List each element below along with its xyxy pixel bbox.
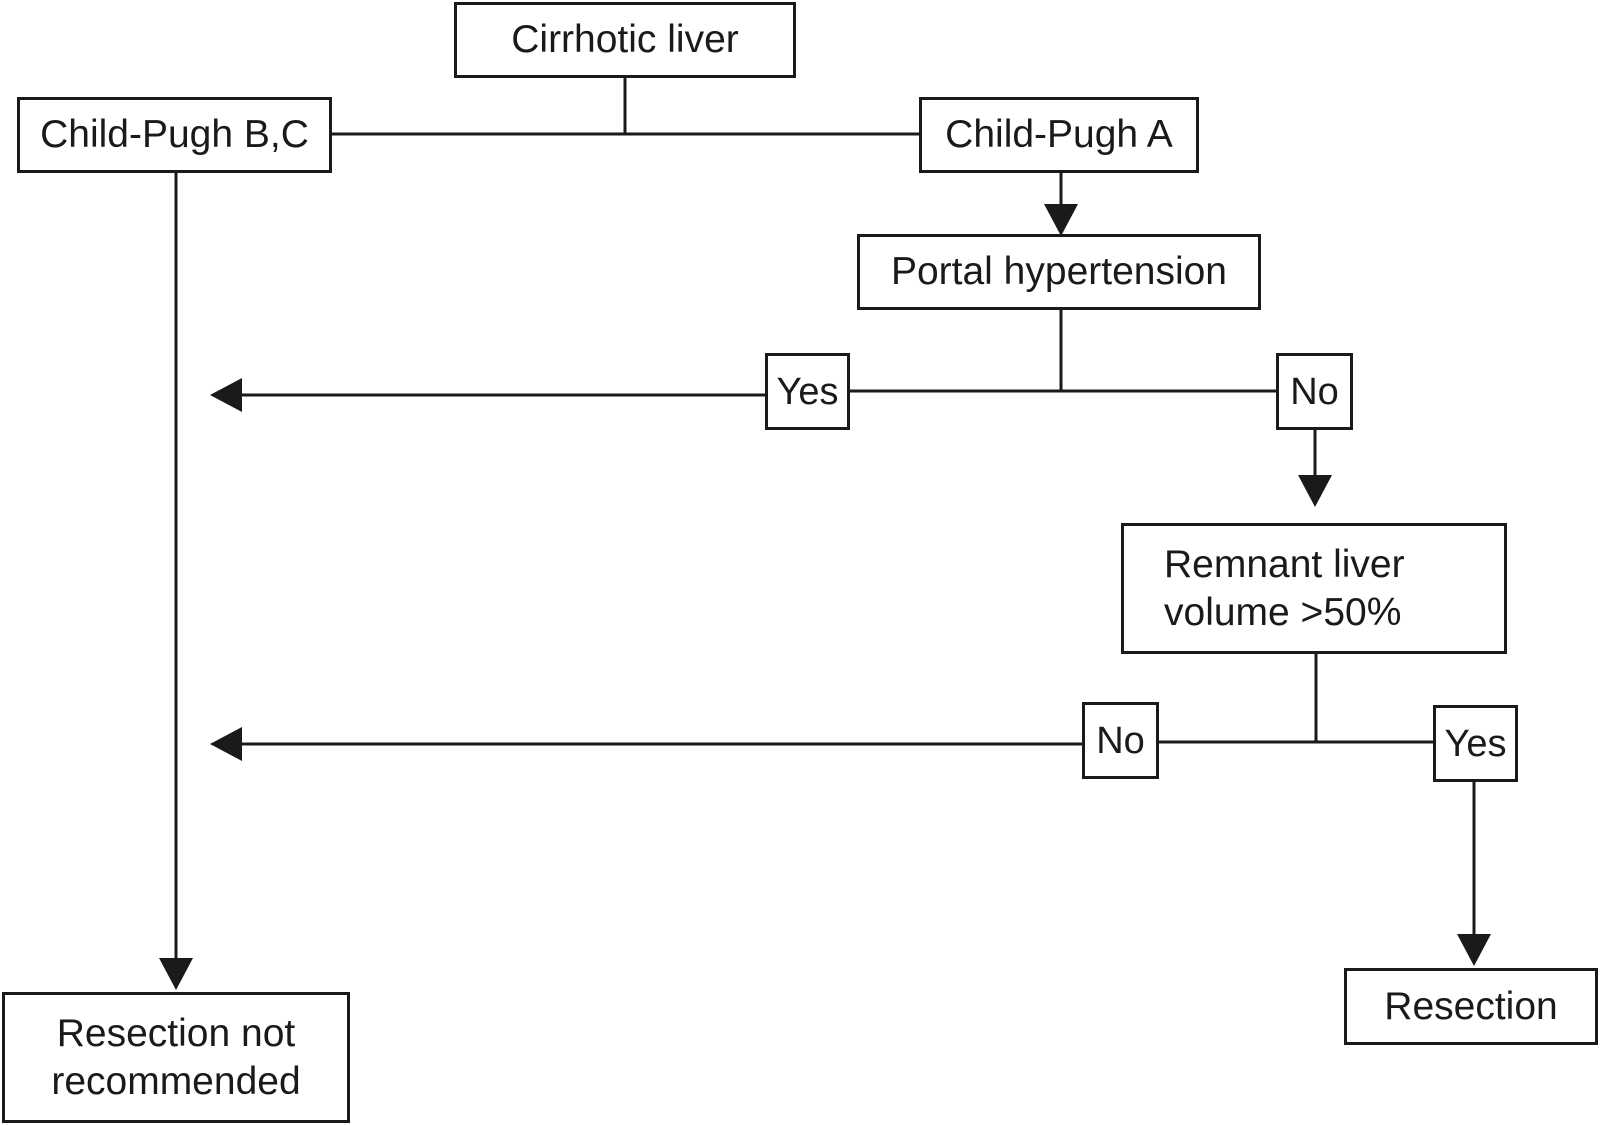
arrowhead-to-remnant xyxy=(1298,475,1332,507)
arrowhead-to-portal xyxy=(1044,204,1078,236)
node-child-pugh-a: Child-Pugh A xyxy=(919,97,1199,173)
label-remnant-no: No xyxy=(1082,702,1159,779)
node-resection-not-recommended: Resection not recommended xyxy=(2,992,350,1123)
node-resection: Resection xyxy=(1344,968,1598,1045)
label-remnant-yes: Yes xyxy=(1433,705,1518,782)
arrowhead-portal-yes-left xyxy=(210,378,242,412)
node-remnant-liver-volume: Remnant liver volume >50% xyxy=(1121,523,1507,654)
node-portal-hypertension: Portal hypertension xyxy=(857,234,1261,310)
node-child-pugh-bc: Child-Pugh B,C xyxy=(17,97,332,173)
label-portal-no: No xyxy=(1276,353,1353,430)
arrowhead-remnant-no-left xyxy=(210,727,242,761)
arrowhead-to-not-recommended xyxy=(159,958,193,990)
node-cirrhotic-liver: Cirrhotic liver xyxy=(454,2,796,78)
label-portal-yes: Yes xyxy=(765,353,850,430)
arrowhead-to-resection xyxy=(1457,934,1491,966)
